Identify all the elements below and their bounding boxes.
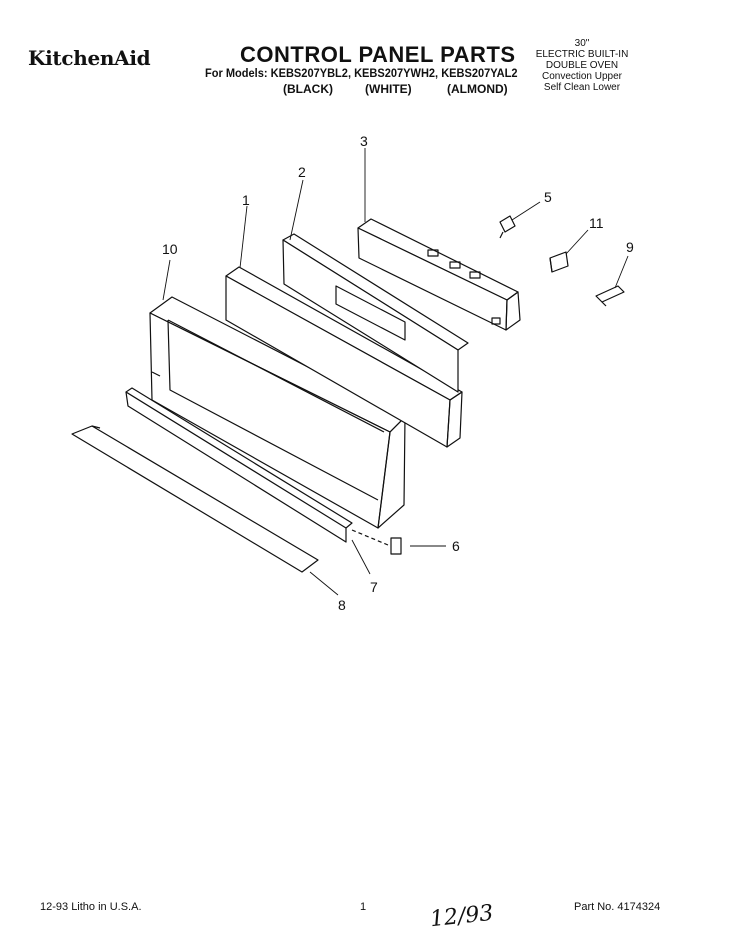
part-8-trim-panel	[71, 425, 319, 573]
spec-line-3: Convection Upper	[541, 71, 623, 82]
footer-part-number: Part No. 4174324	[574, 901, 661, 913]
callout-2: 2	[298, 164, 306, 180]
brand-logo: KitchenAid	[28, 46, 151, 70]
callout-1: 1	[242, 192, 250, 208]
callout-5: 5	[544, 189, 552, 205]
color-white: (WHITE)	[365, 82, 412, 96]
callout-7: 7	[370, 579, 378, 595]
spec-line-4: Self Clean Lower	[543, 82, 621, 93]
model-list: For Models: KEBS207YBL2, KEBS207YWH2, KE…	[205, 66, 518, 80]
part-9-bracket	[595, 285, 625, 307]
footer-page-number: 1	[360, 901, 367, 913]
spec-line-2: DOUBLE OVEN	[545, 60, 619, 71]
callout-9: 9	[626, 239, 634, 255]
oven-spec: 30" ELECTRIC BUILT-IN DOUBLE OVEN Convec…	[502, 38, 662, 93]
page-title: CONTROL PANEL PARTS	[240, 42, 516, 67]
color-almond: (ALMOND)	[447, 82, 508, 96]
callout-10: 10	[162, 241, 178, 257]
part-11-bracket	[549, 251, 569, 273]
callout-6: 6	[452, 538, 460, 554]
footer-litho: 12-93 Litho in U.S.A.	[40, 901, 142, 913]
part-3-control-board	[357, 218, 521, 331]
spec-line-1: ELECTRIC BUILT-IN	[535, 49, 629, 60]
part-6-clip	[351, 529, 402, 555]
part-2-overlay	[282, 233, 469, 393]
callout-11: 11	[589, 215, 604, 231]
part-5-clip	[499, 215, 516, 239]
color-black: (BLACK)	[283, 82, 333, 96]
part-7-trim	[125, 387, 353, 543]
spec-size: 30"	[574, 38, 590, 49]
part-1-control-panel	[225, 266, 463, 448]
callout-8: 8	[338, 597, 346, 613]
callout-3: 3	[360, 133, 368, 149]
